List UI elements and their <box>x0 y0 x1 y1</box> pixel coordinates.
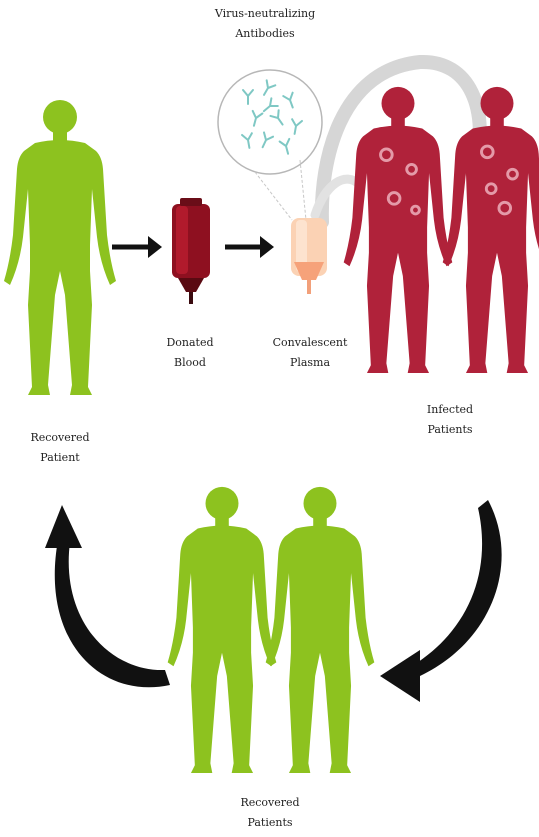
infected-label-line2: Patients <box>415 420 485 440</box>
recovered-patient-figure <box>4 100 116 395</box>
plasma-label-line1: Convalescent <box>265 333 355 353</box>
arrow-to-plasma-icon <box>225 236 274 258</box>
black-cycle-arrow-right <box>412 500 502 676</box>
black-cycle-arrowhead-right <box>380 650 420 702</box>
infected-patient-figure <box>344 87 453 373</box>
infected-patients-label: Infected Patients <box>415 400 485 440</box>
recovered-top-label-line1: Recovered <box>25 428 95 448</box>
antibodies-label-line1: Virus-neutralizing <box>205 4 325 24</box>
recovered-patient-figure <box>168 487 277 773</box>
arrow-to-blood-icon <box>112 236 162 258</box>
donated-blood-label-line2: Blood <box>160 353 220 373</box>
antibodies-bubble-icon <box>218 70 322 220</box>
donated-blood-label-line1: Donated <box>160 333 220 353</box>
plasma-bag-icon <box>291 218 327 294</box>
recovered-top-label-line2: Patient <box>25 448 95 468</box>
antibodies-label: Virus-neutralizing Antibodies <box>205 4 325 44</box>
infected-patient-figure <box>443 87 539 373</box>
recovered-patients-label: Recovered Patients <box>230 793 310 833</box>
plasma-label-line2: Plasma <box>265 353 355 373</box>
infected-label-line1: Infected <box>415 400 485 420</box>
antibodies-label-line2: Antibodies <box>205 24 325 44</box>
recovered-patient-label: Recovered Patient <box>25 428 95 468</box>
recovered-bottom-label-line1: Recovered <box>230 793 310 813</box>
donated-blood-label: Donated Blood <box>160 333 220 373</box>
black-cycle-arrowhead-left <box>45 505 82 548</box>
black-cycle-arrow-left <box>55 540 170 687</box>
blood-bag-icon <box>172 198 210 304</box>
recovered-bottom-label-line2: Patients <box>230 813 310 833</box>
recovered-patient-figure <box>266 487 375 773</box>
plasma-label: Convalescent Plasma <box>265 333 355 373</box>
